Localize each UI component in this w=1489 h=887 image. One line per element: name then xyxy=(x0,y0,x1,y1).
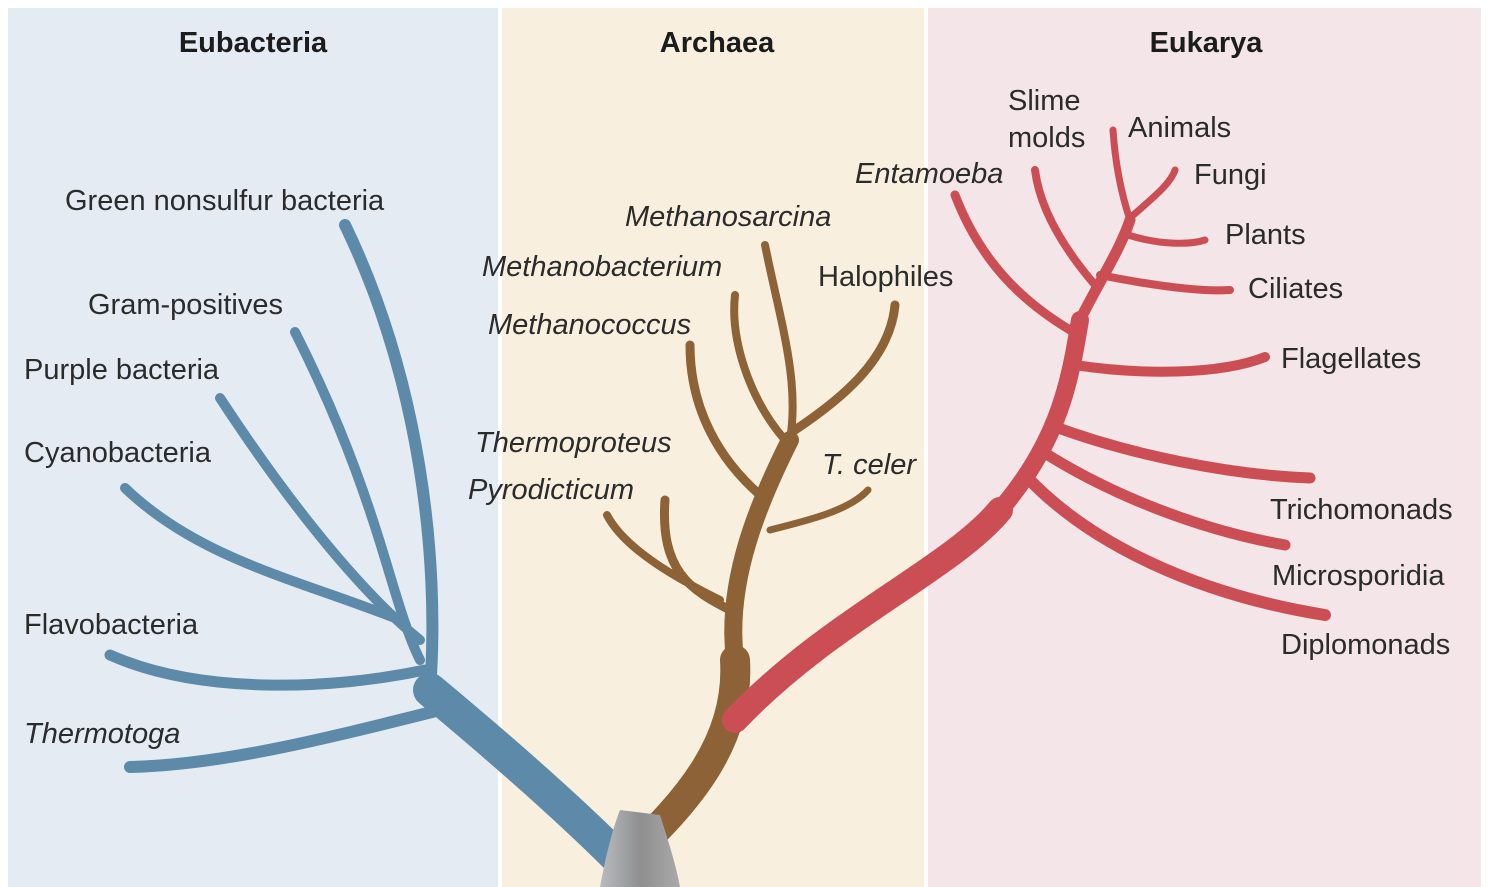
branch-plants xyxy=(1128,235,1205,243)
eukarya-main xyxy=(1000,320,1080,510)
label-plants: Plants xyxy=(1225,219,1306,251)
label-methanobacterium: Methanobacterium xyxy=(482,251,722,283)
label-thermotoga: Thermotoga xyxy=(24,718,180,750)
eukarya-header: Eukarya xyxy=(1150,27,1264,59)
branch-thermo-group xyxy=(664,500,730,610)
branch-ciliates xyxy=(1100,275,1230,290)
label-green-nonsulfur: Green nonsulfur bacteria xyxy=(65,185,385,217)
label-methanococcus: Methanococcus xyxy=(488,309,691,341)
branch-microsporidia xyxy=(1040,450,1285,545)
branch-trichomonads xyxy=(1050,425,1310,478)
branch-slime-molds xyxy=(1035,170,1095,285)
label-pyrodicticum: Pyrodicticum xyxy=(468,474,634,506)
eukarya-stem xyxy=(735,510,1000,720)
eubacteria-header: Eubacteria xyxy=(179,27,328,59)
label-thermoproteus: Thermoproteus xyxy=(475,427,672,459)
branch-t-celer xyxy=(770,490,868,530)
label-slime: Slime xyxy=(1008,85,1081,117)
label-trichomonads: Trichomonads xyxy=(1270,494,1453,526)
branch-fungi xyxy=(1130,170,1175,218)
label-microsporidia: Microsporidia xyxy=(1272,560,1445,592)
label-ciliates: Ciliates xyxy=(1248,273,1343,305)
branch-purple xyxy=(220,398,420,640)
label-halophiles: Halophiles xyxy=(818,261,953,293)
bacteria-stem xyxy=(430,690,620,860)
branch-flavobacteria xyxy=(110,655,425,685)
label-t-celer: T. celer xyxy=(822,449,917,481)
label-methanosarcina: Methanosarcina xyxy=(625,201,831,233)
branch-methanosarcina xyxy=(765,245,793,440)
label-flagellates: Flagellates xyxy=(1281,343,1421,375)
branch-flagellates xyxy=(1075,357,1265,372)
label-fungi: Fungi xyxy=(1194,159,1267,191)
label-animals: Animals xyxy=(1128,112,1231,144)
label-gram-positives: Gram-positives xyxy=(88,289,283,321)
label-molds: molds xyxy=(1008,122,1085,154)
label-flavobacteria: Flavobacteria xyxy=(24,609,199,641)
label-diplomonads: Diplomonads xyxy=(1281,629,1450,661)
label-cyanobacteria: Cyanobacteria xyxy=(24,437,212,469)
label-purple-bacteria: Purple bacteria xyxy=(24,354,220,386)
label-entamoeba: Entamoeba xyxy=(855,158,1003,190)
archaea-header: Archaea xyxy=(660,27,775,59)
branch-cyanobacteria xyxy=(125,488,400,620)
branch-halophiles xyxy=(795,305,895,430)
branch-methanococcus xyxy=(690,345,760,495)
